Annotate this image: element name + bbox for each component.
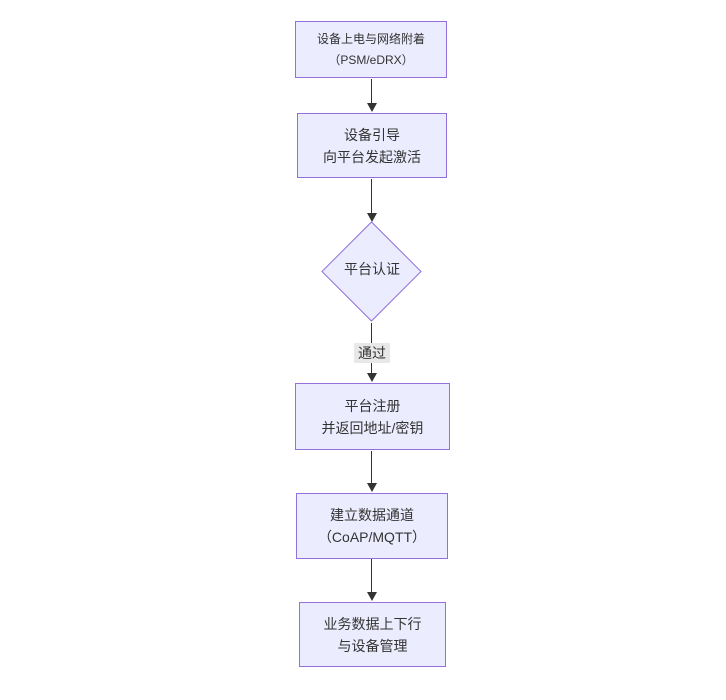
- flow-node-bootstrap: 设备引导 向平台发起激活: [297, 113, 447, 178]
- flow-edge-line: [371, 179, 372, 214]
- arrow-down-icon: [367, 592, 377, 601]
- node-text-line: （CoAP/MQTT）: [317, 529, 427, 545]
- node-text-line: 设备引导: [344, 126, 400, 143]
- flow-node-power-attach: 设备上电与网络附着 （PSM/eDRX）: [295, 21, 447, 78]
- flow-edge-line: [371, 79, 372, 104]
- arrow-down-icon: [367, 103, 377, 112]
- node-text-line: 设备上电与网络附着: [316, 31, 425, 46]
- flow-node-register: 平台注册 并返回地址/密钥: [295, 383, 450, 450]
- node-text-line: 建立数据通道: [330, 507, 414, 523]
- flow-edge-line: [371, 451, 372, 484]
- node-text-line: （PSM/eDRX）: [328, 52, 414, 67]
- flow-edge-line: [371, 559, 372, 593]
- node-text-line: 业务数据上下行: [323, 615, 422, 632]
- flow-node-business-data: 业务数据上下行 与设备管理: [299, 602, 446, 667]
- node-text-line: 平台注册: [344, 397, 401, 414]
- node-text-line: 与设备管理: [337, 637, 408, 654]
- flow-node-data-channel: 建立数据通道 （CoAP/MQTT）: [296, 493, 448, 559]
- node-text-line: 并返回地址/密钥: [321, 419, 424, 436]
- arrow-down-icon: [367, 483, 377, 492]
- arrow-down-icon: [367, 373, 377, 382]
- arrow-down-icon: [367, 213, 377, 222]
- edge-label-pass: 通过: [354, 343, 390, 363]
- node-text-line: 平台认证: [344, 261, 400, 277]
- node-text-line: 向平台发起激活: [323, 148, 421, 165]
